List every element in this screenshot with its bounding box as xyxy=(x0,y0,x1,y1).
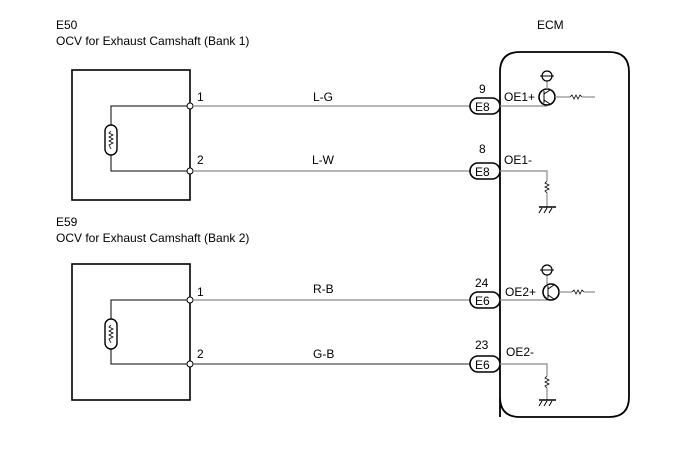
ground-icon xyxy=(538,206,556,214)
ecm-terminal-oe1-minus: 8 E8 OE1- xyxy=(469,142,556,214)
resistor-icon xyxy=(555,94,595,100)
component-e50: E50 OCV for Exhaust Camshaft (Bank 1) 1 … xyxy=(56,18,249,201)
component-e59: E59 OCV for Exhaust Camshaft (Bank 2) 1 … xyxy=(56,215,249,401)
component-e59-pin-1: 1 xyxy=(197,285,204,299)
ecm-pin-number: 8 xyxy=(479,142,486,156)
wire-color-code: L-W xyxy=(312,153,335,167)
terminal-label: OE2- xyxy=(506,345,534,359)
transistor-icon xyxy=(538,81,556,106)
ecm-terminal-oe2-plus: 24 E6 OE2+ xyxy=(469,264,595,309)
pin-node-icon xyxy=(186,102,194,110)
ecm-pin-number: 9 xyxy=(479,82,486,96)
connector-label: E8 xyxy=(475,165,490,179)
component-e50-pin-2: 2 xyxy=(197,153,204,167)
component-e59-name: OCV for Exhaust Camshaft (Bank 2) xyxy=(56,231,249,245)
component-e50-name: OCV for Exhaust Camshaft (Bank 1) xyxy=(56,34,249,48)
pin-node-icon xyxy=(186,360,194,368)
ecm-terminal-oe2-minus: 23 E6 OE2- xyxy=(469,338,556,407)
wire-r-b: R-B xyxy=(193,282,470,301)
resistor-icon xyxy=(559,289,595,295)
component-e59-pin-2: 2 xyxy=(197,347,204,361)
wire-color-code: R-B xyxy=(313,282,334,296)
wire-color-code: G-B xyxy=(313,347,334,361)
wire-color-code: L-G xyxy=(313,90,333,104)
component-e59-body xyxy=(71,263,191,401)
wire-g-b: G-B xyxy=(193,347,470,365)
ecm-pin-number: 23 xyxy=(475,338,489,352)
pin-node-icon xyxy=(186,296,194,304)
ecm-title: ECM xyxy=(537,18,564,32)
resistor-icon xyxy=(544,375,550,400)
power-supply-icon xyxy=(540,70,554,82)
component-e50-body xyxy=(71,69,191,201)
ecm-terminal-oe1-plus: 9 E8 OE1+ xyxy=(469,70,595,115)
ecm-pin-number: 24 xyxy=(475,276,489,290)
pin-node-icon xyxy=(186,167,194,175)
transistor-icon xyxy=(542,275,560,301)
connector-label: E6 xyxy=(475,294,490,308)
wire-l-w: L-W xyxy=(193,153,470,172)
terminal-label: OE1+ xyxy=(504,90,535,104)
ground-icon xyxy=(538,399,556,407)
ecm-body xyxy=(499,51,630,418)
connector-label: E8 xyxy=(475,100,490,114)
terminal-label: OE2+ xyxy=(505,285,536,299)
component-e59-code: E59 xyxy=(56,215,78,229)
wire-l-g: L-G xyxy=(193,90,470,107)
resistor-icon xyxy=(544,180,550,207)
connector-label: E6 xyxy=(475,358,490,372)
solenoid-coil-icon xyxy=(104,318,118,350)
component-e50-pin-1: 1 xyxy=(197,90,204,104)
power-supply-icon xyxy=(540,264,554,276)
solenoid-coil-icon xyxy=(104,124,118,156)
terminal-label: OE1- xyxy=(504,153,532,167)
ecm-unit: ECM xyxy=(499,18,630,418)
component-e50-code: E50 xyxy=(56,18,78,32)
